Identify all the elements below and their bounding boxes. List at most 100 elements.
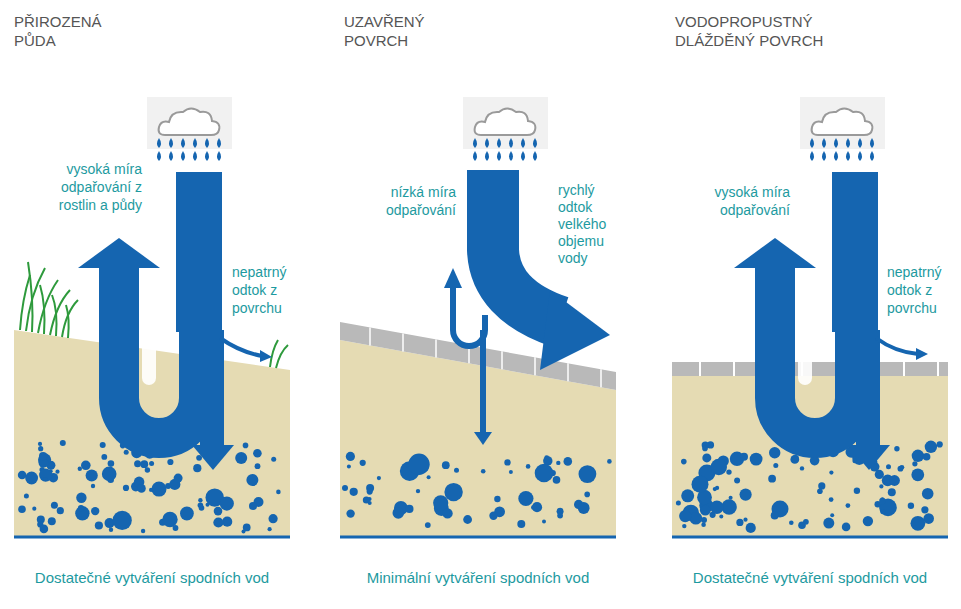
natural-soil-panel <box>14 97 290 537</box>
panel-caption: Dostatečné vytváření spodních vod <box>14 568 290 587</box>
groundwater-bubble <box>481 469 486 474</box>
groundwater-bubble <box>108 460 115 467</box>
groundwater-bubble <box>854 488 860 494</box>
groundwater-bubble <box>880 509 885 514</box>
groundwater-bubble <box>149 461 154 466</box>
groundwater-bubble <box>682 524 686 528</box>
raindrop <box>169 151 173 161</box>
raindrop <box>181 138 185 148</box>
groundwater-bubble <box>736 519 743 526</box>
groundwater-bubble <box>773 463 778 468</box>
groundwater-bubble <box>504 459 510 465</box>
groundwater-bubble <box>743 518 747 522</box>
groundwater-bubble <box>346 509 354 517</box>
raindrop <box>858 138 862 148</box>
groundwater-bubble <box>535 464 554 483</box>
groundwater-bubble <box>220 497 234 511</box>
groundwater-bubble <box>405 505 413 513</box>
raindrop <box>810 138 814 148</box>
groundwater-bubble <box>532 502 542 512</box>
groundwater-bubble <box>444 483 462 501</box>
groundwater-bubble <box>39 452 47 460</box>
groundwater-bubble <box>701 522 706 527</box>
raindrop <box>193 138 197 148</box>
groundwater-bubble <box>463 515 472 524</box>
raindrop <box>870 151 874 161</box>
groundwater-bubble <box>249 502 257 510</box>
groundwater-bubble <box>702 446 708 452</box>
groundwater-bubble <box>124 450 129 455</box>
groundwater-bubble <box>137 484 146 493</box>
groundwater-bubble <box>167 459 173 465</box>
groundwater-bubble <box>679 510 691 522</box>
groundwater-bubble <box>32 507 36 511</box>
groundwater-bubble <box>768 475 776 483</box>
groundwater-bubble <box>57 507 64 514</box>
groundwater-bubble <box>271 457 276 462</box>
evaporation-note: vysoká míra odpařování z rostlin a půdy <box>20 160 142 214</box>
raindrop <box>485 151 489 161</box>
groundwater-bubble <box>268 527 272 531</box>
groundwater-bubble <box>769 447 780 458</box>
groundwater-bubble <box>433 495 448 510</box>
panel-caption: Minimální vytváření spodních vod <box>340 568 616 587</box>
groundwater-bubble <box>690 512 703 525</box>
raindrop <box>497 151 501 161</box>
groundwater-bubble <box>923 453 931 461</box>
groundwater-bubble <box>102 467 117 482</box>
groundwater-bubble <box>243 443 249 449</box>
groundwater-bubble <box>427 475 431 479</box>
raindrop <box>846 151 850 161</box>
groundwater-bubble <box>253 449 262 458</box>
groundwater-bubble <box>55 470 59 474</box>
groundwater-bubble <box>676 500 681 505</box>
groundwater-bubble <box>48 517 56 525</box>
groundwater-bubble <box>222 517 232 527</box>
groundwater-bubble <box>900 465 905 470</box>
groundwater-bubble <box>542 520 546 524</box>
groundwater-bubble <box>246 474 258 486</box>
groundwater-bubble <box>140 460 148 468</box>
groundwater-bubble <box>367 489 373 495</box>
groundwater-bubble <box>518 491 533 506</box>
raindrop <box>846 138 850 148</box>
groundwater-bubble <box>242 530 246 534</box>
groundwater-bubble <box>100 442 106 448</box>
groundwater-bubble <box>91 507 99 515</box>
groundwater-bubble <box>750 453 763 466</box>
raindrop <box>509 151 513 161</box>
groundwater-bubble <box>38 446 43 451</box>
groundwater-bubble <box>109 528 113 532</box>
paver-joint <box>699 362 701 376</box>
groundwater-bubble <box>526 464 531 469</box>
groundwater-bubble <box>255 463 261 469</box>
groundwater-bubble <box>51 502 58 509</box>
groundwater-bubble <box>852 459 857 464</box>
runoff-note: rychlý odtok velkého objemu vody <box>558 182 620 267</box>
groundwater-bubble <box>863 516 873 526</box>
groundwater-bubble <box>425 522 431 528</box>
groundwater-bubble <box>607 459 612 464</box>
paver-joint <box>402 333 404 351</box>
groundwater-bubble <box>879 498 886 505</box>
groundwater-bubble <box>925 441 937 453</box>
raindrop <box>521 151 525 161</box>
groundwater-bubble <box>830 513 834 517</box>
groundwater-bubble <box>790 455 799 464</box>
groundwater-bubble <box>198 498 202 502</box>
groundwater-bubble <box>921 506 928 513</box>
groundwater-bubble <box>911 468 924 481</box>
groundwater-bubble <box>886 464 891 469</box>
raindrop <box>217 138 221 148</box>
groundwater-bubble <box>39 469 52 482</box>
groundwater-bubble <box>393 507 405 519</box>
groundwater-bubble <box>842 523 851 532</box>
groundwater-bubble <box>269 514 278 523</box>
groundwater-bubble <box>454 468 459 473</box>
groundwater-bubble <box>888 488 896 496</box>
groundwater-bubble <box>584 492 590 498</box>
paver-joint <box>903 362 905 376</box>
groundwater-bubble <box>823 518 834 529</box>
paver-joint <box>501 351 503 369</box>
